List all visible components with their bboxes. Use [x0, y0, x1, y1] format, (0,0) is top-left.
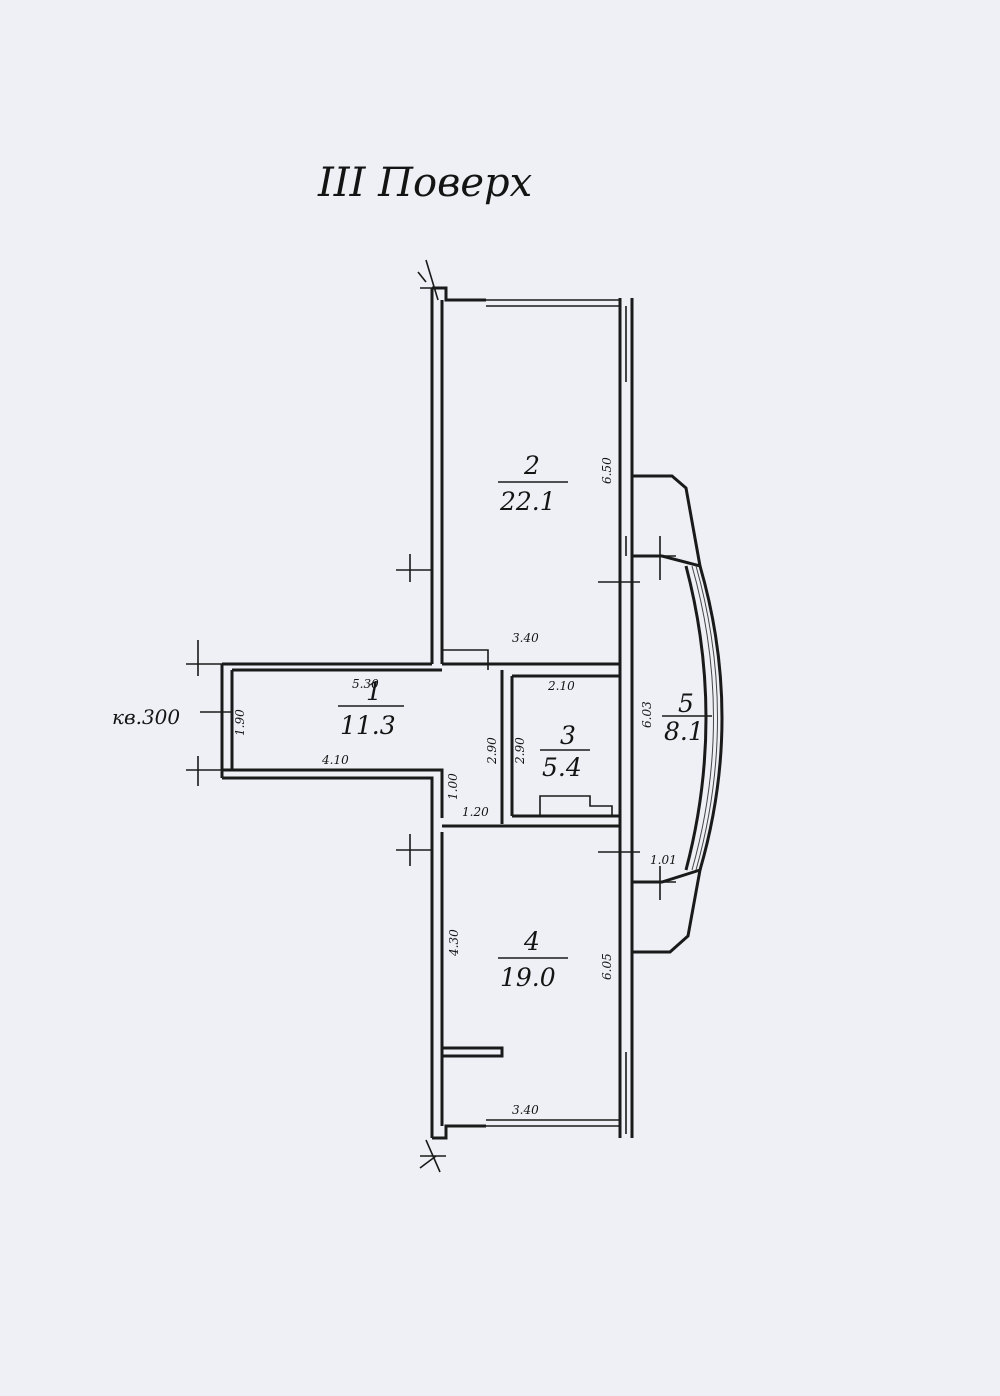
dim-room4-width: 3.40 [512, 1103, 539, 1117]
room-3-area: 5.4 [542, 753, 582, 782]
dim-bath-height-b: 2.90 [513, 737, 527, 765]
break-bottom [419, 1139, 446, 1173]
balcony-inner-arc [684, 565, 708, 871]
balcony-marker-upper [640, 536, 676, 580]
apartment-label: кв.300 [112, 705, 180, 729]
room-4-number: 4 [523, 927, 540, 956]
door-marker-lower [598, 836, 640, 868]
room-labels: 1 11.3 2 22.1 3 5.4 4 19.0 5 8.1 [338, 451, 712, 992]
room-1-area: 11.3 [340, 711, 396, 740]
dim-room2-height: 6.50 [600, 457, 614, 484]
balcony-top-block [630, 474, 702, 569]
wall-room2-top-stub [432, 286, 486, 302]
balcony-outer-arc [698, 565, 724, 871]
break-room4-left [396, 834, 432, 866]
dimension-labels: 6.50 3.40 5.30 4.10 1.90 2.10 2.90 2.90 … [233, 457, 677, 1117]
balcony-marker-lower [640, 866, 676, 900]
window-room4-bottom [486, 1119, 620, 1127]
balcony-glass-1 [691, 565, 714, 871]
wall-hall-bottom [222, 768, 444, 818]
dim-hall-width: 1.90 [233, 709, 247, 736]
door-marker-upper [598, 566, 640, 600]
break-room2-left [396, 554, 432, 582]
dim-room2-width: 3.40 [512, 631, 539, 645]
room-5-number: 5 [678, 689, 694, 718]
wall-hall-bottom-outer [222, 776, 434, 826]
window-room2-top [486, 299, 620, 307]
room-4-area: 19.0 [500, 963, 556, 992]
dim-bath-height-a: 2.90 [485, 737, 499, 765]
break-hall-bottom [186, 756, 222, 786]
wall-room4-bottom-stub [432, 1124, 486, 1140]
bath-fixture [539, 795, 613, 816]
dim-corridor-2: 1.20 [462, 805, 489, 819]
walls [220, 286, 640, 1140]
room-3-number: 3 [560, 721, 576, 750]
floor-title: III Поверх [317, 160, 532, 206]
wall-room4-stub [442, 1046, 504, 1058]
dim-room4-left: 4.30 [447, 929, 461, 957]
break-hall-top [186, 640, 222, 676]
room-2-number: 2 [523, 451, 540, 480]
dim-bath-width: 2.10 [547, 679, 575, 693]
room-1-number: 1 [366, 677, 382, 706]
break-top [417, 259, 444, 301]
dim-room4-right: 6.05 [600, 953, 614, 980]
balcony [630, 474, 724, 954]
balcony-glass-2 [695, 565, 718, 871]
room-5-area: 8.1 [664, 717, 704, 746]
dim-balcony-length: 6.03 [640, 701, 654, 728]
dim-balcony-depth: 1.01 [650, 853, 677, 867]
door-room2 [442, 649, 489, 670]
dim-hall-bottom: 4.10 [321, 753, 349, 767]
dim-hall-top: 5.30 [352, 677, 379, 691]
room-2-area: 22.1 [499, 487, 556, 516]
dim-corridor-1: 1.00 [446, 773, 460, 800]
wall-breaks [186, 259, 446, 1173]
